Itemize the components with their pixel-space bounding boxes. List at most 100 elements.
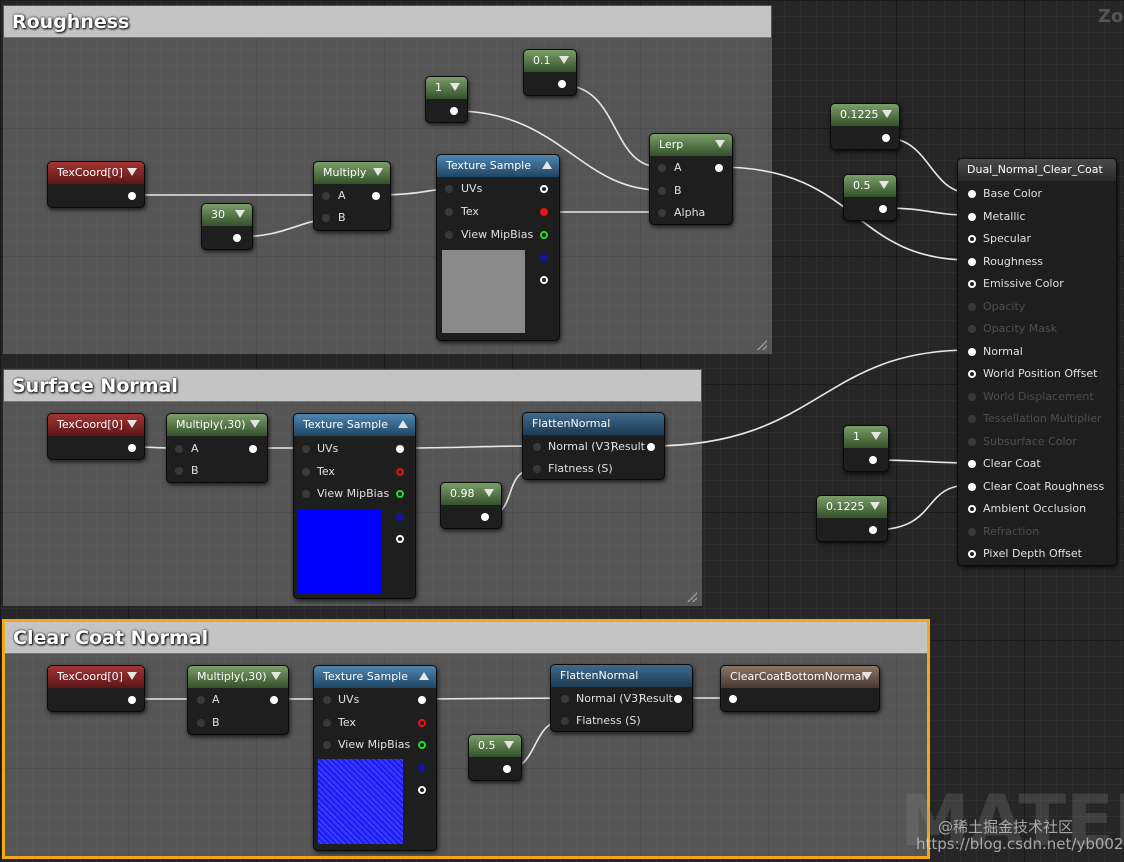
collapse-arrow-icon[interactable] — [235, 210, 245, 218]
green-output-pin-icon[interactable] — [418, 741, 426, 749]
input-pin-icon[interactable] — [323, 741, 331, 749]
collapse-arrow-icon[interactable] — [871, 432, 881, 440]
named-reroute-node[interactable]: ClearCoatBottomNormal — [720, 665, 880, 712]
collapse-arrow-icon[interactable] — [879, 181, 889, 189]
input-pin-icon[interactable] — [533, 465, 541, 473]
input-pin-icon[interactable] — [197, 719, 205, 727]
collapse-arrow-icon[interactable] — [542, 161, 552, 169]
collapse-arrow-icon[interactable] — [450, 83, 460, 91]
material-input-pin-icon[interactable] — [968, 370, 976, 378]
collapse-arrow-icon[interactable] — [484, 489, 494, 497]
material-input-pin-icon[interactable] — [968, 235, 976, 243]
constant-node[interactable]: 1 — [425, 76, 468, 123]
texcoord-node[interactable]: TexCoord[0] — [47, 161, 145, 208]
multiply-node[interactable]: Multiply(,30) A B — [187, 665, 289, 735]
input-pin-icon[interactable] — [322, 214, 330, 222]
material-input-pin-icon[interactable] — [968, 190, 976, 198]
constant-node[interactable]: 0.1 — [523, 49, 577, 96]
output-pin-icon[interactable] — [450, 107, 458, 115]
input-pin-icon[interactable] — [302, 468, 310, 476]
input-pin-icon[interactable] — [197, 696, 205, 704]
input-pin-icon[interactable] — [445, 231, 453, 239]
input-pin-icon[interactable] — [445, 185, 453, 193]
output-pin-icon[interactable] — [879, 205, 887, 213]
blue-output-pin-icon[interactable] — [396, 513, 404, 521]
resize-handle-icon[interactable] — [687, 592, 697, 602]
output-pin-icon[interactable] — [372, 192, 380, 200]
rgb-output-pin-icon[interactable] — [540, 185, 548, 193]
lerp-node[interactable]: Lerp A B Alpha — [649, 133, 733, 225]
output-pin-icon[interactable] — [249, 445, 257, 453]
collapse-arrow-icon[interactable] — [250, 420, 260, 428]
output-pin-icon[interactable] — [128, 192, 136, 200]
red-output-pin-icon[interactable] — [540, 208, 548, 216]
rgb-output-pin-icon[interactable] — [418, 696, 426, 704]
input-pin-icon[interactable] — [533, 443, 541, 451]
red-output-pin-icon[interactable] — [396, 468, 404, 476]
collapse-arrow-icon[interactable] — [882, 110, 892, 118]
material-input-pin-icon[interactable] — [968, 460, 976, 468]
constant-node[interactable]: 1 — [843, 425, 889, 472]
multiply-node[interactable]: Multiply A B — [313, 161, 391, 231]
rgb-output-pin-icon[interactable] — [396, 445, 404, 453]
collapse-arrow-icon[interactable] — [559, 56, 569, 64]
output-pin-icon[interactable] — [481, 513, 489, 521]
material-input-pin-icon[interactable] — [968, 212, 976, 221]
constant-node[interactable]: 0.1225 — [830, 103, 900, 150]
material-input-pin-icon[interactable] — [968, 280, 976, 288]
input-pin-icon[interactable] — [561, 695, 569, 703]
collapse-arrow-icon[interactable] — [127, 672, 137, 680]
output-pin-icon[interactable] — [503, 765, 511, 773]
constant-node[interactable]: 0.98 — [440, 482, 502, 529]
constant-node[interactable]: 0.5 — [468, 734, 522, 781]
texcoord-node[interactable]: TexCoord[0] — [47, 665, 145, 712]
input-pin-icon[interactable] — [302, 490, 310, 498]
comment-clear-coat-normal[interactable]: Clear Coat Normal — [2, 619, 930, 859]
input-pin-icon[interactable] — [561, 717, 569, 725]
constant-node[interactable]: 0.1225 — [816, 495, 888, 542]
collapse-arrow-icon[interactable] — [373, 168, 383, 176]
blue-output-pin-icon[interactable] — [540, 254, 548, 262]
output-pin-icon[interactable] — [869, 456, 877, 464]
output-pin-icon[interactable] — [869, 526, 877, 534]
collapse-arrow-icon[interactable] — [862, 672, 872, 680]
alpha-output-pin-icon[interactable] — [396, 535, 404, 543]
texcoord-node[interactable]: TexCoord[0] — [47, 413, 145, 460]
input-pin-icon[interactable] — [175, 467, 183, 475]
material-input-pin-icon[interactable] — [968, 550, 976, 558]
input-pin-icon[interactable] — [658, 164, 666, 172]
input-pin-icon[interactable] — [302, 445, 310, 453]
output-pin-icon[interactable] — [882, 134, 890, 142]
texture-sample-node[interactable]: Texture Sample UVs Tex View MipBias — [313, 665, 437, 851]
blue-output-pin-icon[interactable] — [418, 764, 426, 772]
red-output-pin-icon[interactable] — [418, 719, 426, 727]
alpha-output-pin-icon[interactable] — [418, 786, 426, 794]
alpha-output-pin-icon[interactable] — [540, 276, 548, 284]
constant-node[interactable]: 0.5 — [843, 174, 897, 221]
output-pin-icon[interactable] — [558, 80, 566, 88]
input-pin-icon[interactable] — [658, 187, 666, 195]
material-input-pin-icon[interactable] — [968, 505, 976, 513]
constant-node[interactable]: 30 — [201, 203, 253, 250]
texture-sample-node[interactable]: Texture Sample UVs Tex View MipBias — [436, 154, 560, 341]
green-output-pin-icon[interactable] — [540, 231, 548, 239]
input-pin-icon[interactable] — [322, 192, 330, 200]
collapse-arrow-icon[interactable] — [127, 168, 137, 176]
collapse-arrow-icon[interactable] — [504, 741, 514, 749]
output-pin-icon[interactable] — [128, 444, 136, 452]
multiply-node[interactable]: Multiply(,30) A B — [166, 413, 268, 483]
texture-sample-node[interactable]: Texture Sample UVs Tex View MipBias — [293, 413, 416, 599]
output-pin-icon[interactable] — [715, 164, 723, 172]
green-output-pin-icon[interactable] — [396, 490, 404, 498]
output-pin-icon[interactable] — [270, 696, 278, 704]
collapse-arrow-icon[interactable] — [271, 672, 281, 680]
input-pin-icon[interactable] — [658, 209, 666, 217]
input-pin-icon[interactable] — [175, 445, 183, 453]
collapse-arrow-icon[interactable] — [715, 140, 725, 148]
collapse-arrow-icon[interactable] — [419, 672, 429, 680]
input-pin-icon[interactable] — [729, 695, 737, 703]
flatten-normal-node[interactable]: FlattenNormal Normal (V3) Result Flatnes… — [522, 412, 665, 480]
collapse-arrow-icon[interactable] — [398, 420, 408, 428]
material-input-pin-icon[interactable] — [968, 257, 976, 266]
